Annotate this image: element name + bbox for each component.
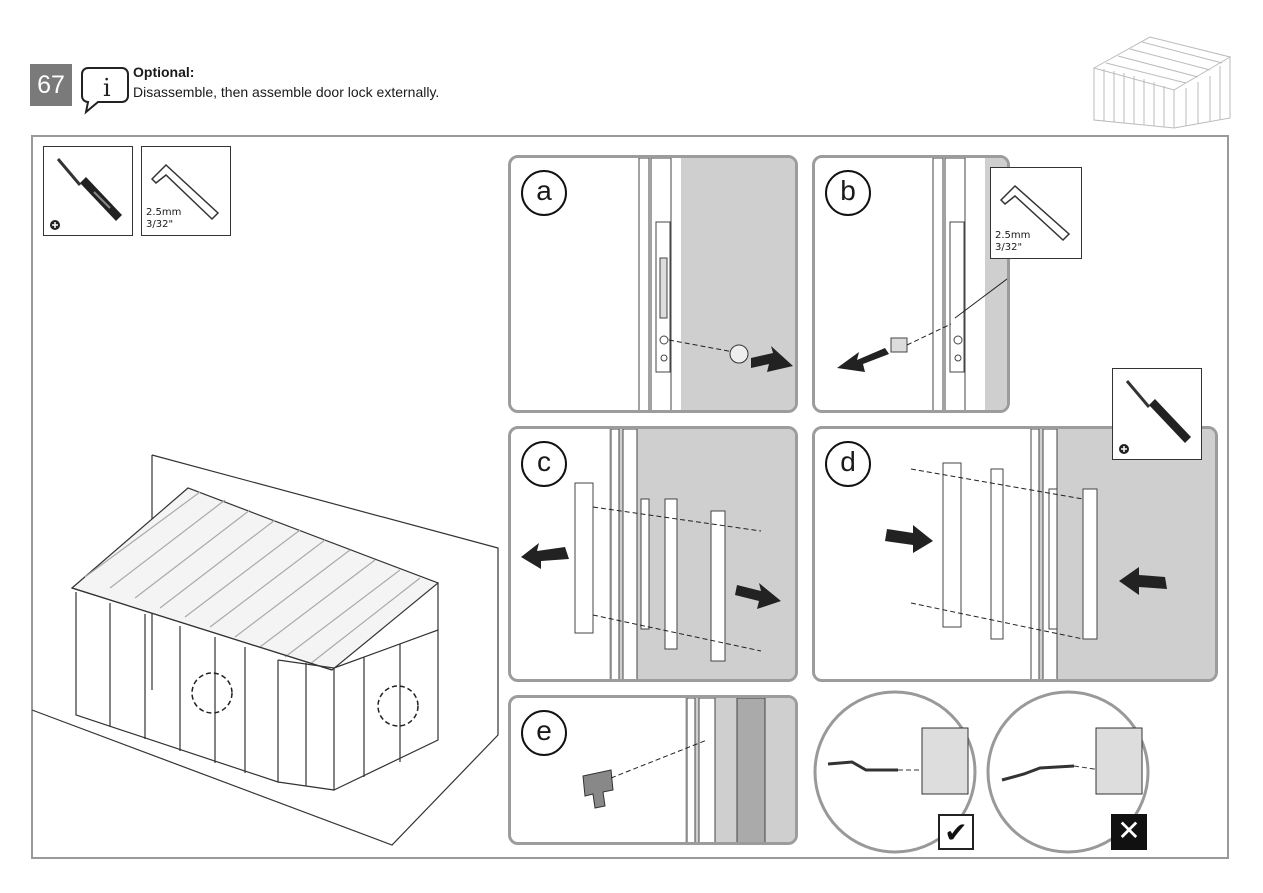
tool-box-screwdriver [43,146,133,236]
panel-a-drawing [638,158,793,410]
panel-c: c [508,426,798,682]
correct-check-icon: ✔ [938,814,974,850]
panel-d-screwdriver-callout [1112,368,1202,460]
allen-key-icon [999,184,1071,242]
panel-e-letter: e [521,710,567,756]
step-title: Optional: [133,64,195,80]
allen-key-size-mm: 2.5mm [146,207,182,218]
panel-c-letter: c [521,441,567,487]
panel-d-letter: d [825,441,871,487]
panel-e: e [508,695,798,845]
step-number-badge: 67 [30,64,72,106]
panel-b-key-size-mm: 2.5mm [995,230,1031,241]
panel-d: d [812,426,1218,682]
panel-b-letter: b [825,170,871,216]
panel-e-drawing [582,698,766,842]
panel-d-drawing [885,429,1167,679]
panel-a: a [508,155,798,413]
panel-b-key-size-in: 3/32" [995,242,1023,253]
panel-c-drawing [521,429,781,679]
panel-a-letter: a [521,170,567,216]
phillips-screwdriver-icon [50,158,122,230]
svg-text:i: i [103,74,111,102]
panel-b-drawing [837,158,1007,410]
tool-box-allen-key: 2.5mm 3/32" [141,146,231,236]
panel-b: b [812,155,1010,413]
wrong-cross-icon: ✕ [1111,814,1147,850]
panel-b-allen-key-callout: 2.5mm 3/32" [990,167,1082,259]
allen-key-size-in: 3/32" [146,219,174,230]
step-instruction: Disassemble, then assemble door lock ext… [133,84,440,100]
allen-key-icon [150,163,220,221]
phillips-screwdriver-icon [1119,380,1191,454]
